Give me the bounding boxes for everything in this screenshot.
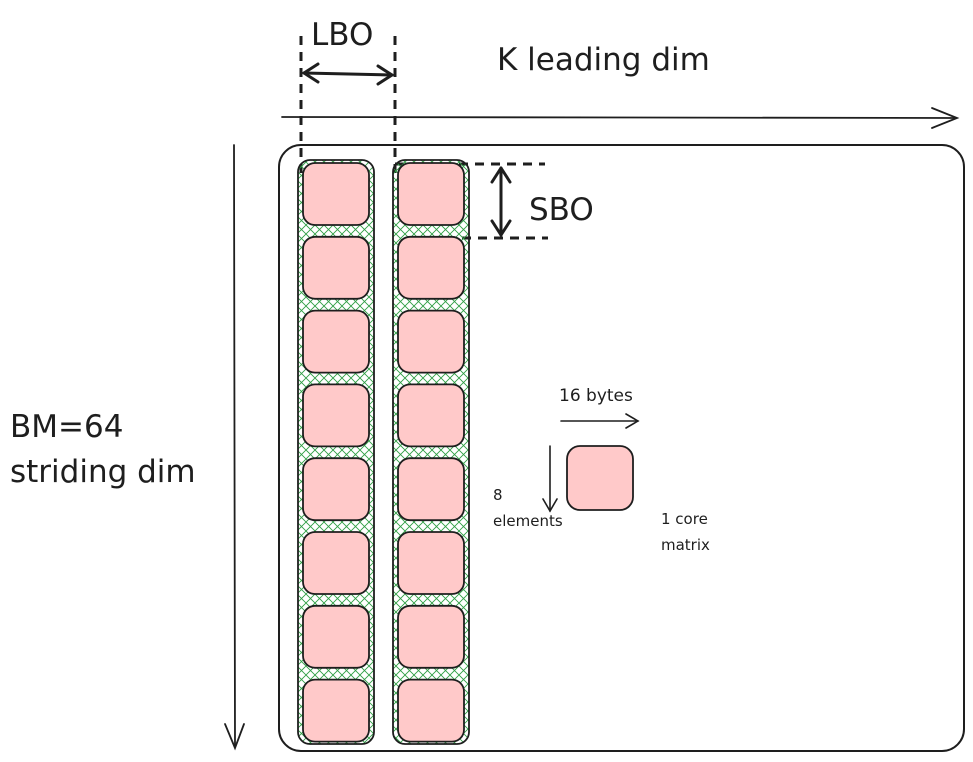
matrix-label: matrix bbox=[661, 536, 710, 554]
tile-boundary bbox=[278, 144, 965, 752]
striding-dim-arrow bbox=[224, 144, 245, 751]
k-leading-arrow bbox=[281, 107, 960, 129]
bytes-arrow bbox=[560, 413, 640, 429]
core-matrix bbox=[397, 604, 465, 669]
elements-label: elements bbox=[493, 512, 563, 530]
core-matrix bbox=[302, 235, 370, 300]
elements-arrow bbox=[542, 445, 558, 513]
striding-dim-label: striding dim bbox=[10, 454, 196, 490]
lbo-label: LBO bbox=[311, 17, 373, 53]
bytes-label: 16 bytes bbox=[559, 386, 633, 406]
k-leading-label: K leading dim bbox=[497, 42, 710, 78]
core-label: 1 core bbox=[661, 510, 708, 528]
core-matrix bbox=[302, 604, 370, 669]
core-matrix bbox=[302, 162, 370, 226]
core-matrix bbox=[302, 383, 370, 448]
sbo-arrow bbox=[490, 166, 512, 237]
core-matrix bbox=[397, 678, 465, 743]
core-matrix bbox=[302, 457, 370, 522]
core-matrix bbox=[397, 235, 465, 300]
core-matrix bbox=[302, 678, 370, 743]
lbo-arrow bbox=[302, 62, 394, 86]
core-matrix bbox=[397, 531, 465, 595]
sbo-label: SBO bbox=[529, 192, 594, 228]
core-matrix bbox=[302, 531, 370, 595]
core-matrix bbox=[397, 457, 465, 522]
legend-core-matrix bbox=[566, 445, 634, 511]
core-matrix bbox=[397, 162, 465, 226]
core-matrix bbox=[397, 309, 465, 374]
bm-label: BM=64 bbox=[10, 409, 123, 445]
column-1-background bbox=[297, 159, 375, 745]
lbo-guides bbox=[299, 36, 397, 178]
core-matrix-columns bbox=[297, 159, 470, 745]
column-2-background bbox=[392, 159, 470, 745]
elements-count-label: 8 bbox=[493, 486, 503, 504]
core-matrix bbox=[397, 383, 465, 448]
core-matrix bbox=[302, 309, 370, 374]
